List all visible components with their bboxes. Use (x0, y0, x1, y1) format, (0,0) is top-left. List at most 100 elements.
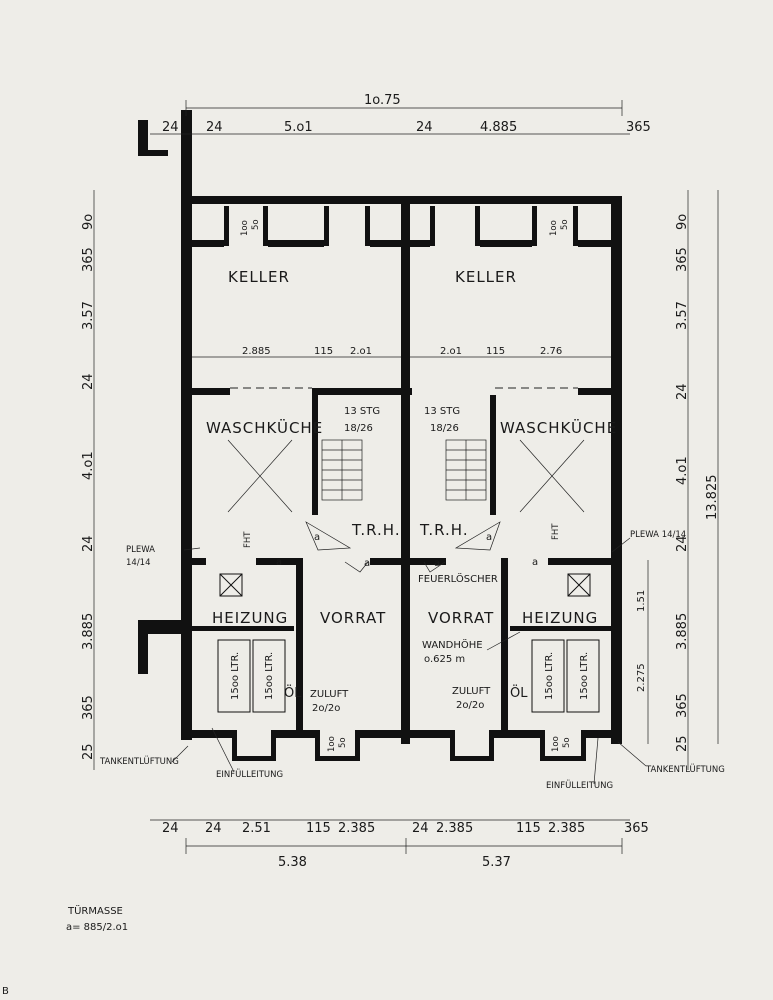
dim-right-v: 365 (675, 693, 690, 718)
dim-right-v: 9o (675, 214, 690, 230)
plewa-left: PLEWA (126, 545, 155, 555)
door-mark: a (364, 558, 370, 569)
room-vorrat-left: VORRAT (320, 609, 386, 627)
zuluft-left: ZULUFT (310, 689, 349, 700)
dimension-lines (93, 100, 719, 854)
door-mark: a (276, 557, 282, 568)
window-label: 5o (560, 219, 570, 230)
room-keller-right: KELLER (455, 268, 517, 286)
window-label: 5o (562, 737, 572, 748)
room-vorrat-right: VORRAT (428, 609, 494, 627)
room-waschkueche-left: WASCHKÜCHE (206, 418, 323, 437)
oel-label-right: ÖL (510, 684, 528, 701)
dim-right-inner: 2.275 (636, 663, 647, 692)
dim-left-v: 24 (81, 535, 96, 552)
tank-label: 15oo LTR. (579, 652, 590, 700)
legend-title: TÜRMASSE (67, 904, 123, 917)
room-trh-left: T.R.H. (351, 521, 401, 539)
einfuelleitung-right: EINFÜLLEITUNG (546, 780, 613, 791)
dim-right-v: 4.o1 (675, 456, 690, 485)
dim-keller-right: 115 (486, 346, 505, 357)
room-heizung-right: HEIZUNG (522, 609, 598, 627)
tankentlueftung-right: TANKENTLÜFTUNG (645, 764, 725, 775)
corner-mark: B (2, 986, 9, 997)
stair-count-left: 13 STG (344, 406, 380, 417)
zuluft-left-size: 2o/2o (312, 703, 340, 714)
dim-top-seg: 4.885 (480, 120, 517, 135)
window-label: 5o (251, 219, 261, 230)
interior-lines (171, 356, 647, 785)
oel-label-left: ÖL (284, 684, 302, 701)
dim-bottom-seg: 115 (516, 821, 541, 836)
dim-bottom-seg: 2.385 (436, 821, 473, 836)
fht-right: FHT (551, 523, 561, 540)
dim-right-v: 3.885 (675, 613, 690, 650)
dim-bottom-seg: 2.385 (548, 821, 585, 836)
dim-right-inner: 1.51 (636, 590, 647, 612)
zuluft-right: ZULUFT (452, 686, 491, 697)
tank-label: 15oo LTR. (264, 652, 275, 700)
wandhoehe-value: o.625 m (424, 654, 465, 665)
dim-right-v: 25 (675, 735, 690, 752)
dim-bottom-seg: 24 (162, 821, 179, 836)
dim-bottom-seg: 24 (412, 821, 429, 836)
door-mark: a (314, 532, 320, 543)
room-heizung-left: HEIZUNG (212, 609, 288, 627)
window-label: 1oo (549, 220, 559, 236)
wandhoehe-label: WANDHÖHE (422, 638, 483, 651)
tank-label: 15oo LTR. (544, 652, 555, 700)
window-label: 1oo (327, 736, 337, 752)
dim-keller-left: 2.o1 (350, 346, 372, 357)
dim-left-v: 9o (81, 214, 96, 230)
zuluft-right-size: 2o/2o (456, 700, 484, 711)
dim-keller-right: 2.o1 (440, 346, 462, 357)
feuerloescher-label: FEUERLÖSCHER (418, 572, 498, 585)
dim-bottom-seg: 365 (624, 821, 649, 836)
dim-left-v: 4.o1 (81, 451, 96, 480)
dim-left-v: 3.885 (81, 613, 96, 650)
dim-top-seg: 365 (626, 120, 651, 135)
einfuelleitung-left: EINFÜLLEITUNG (216, 769, 283, 780)
room-trh-right: T.R.H. (419, 521, 469, 539)
window-label: 1oo (551, 736, 561, 752)
door-mark: a (434, 558, 440, 569)
dim-keller-left: 115 (314, 346, 333, 357)
plewa-left-size: 14/14 (126, 558, 151, 568)
dim-left-v: 25 (81, 743, 96, 760)
dim-right-v: 24 (675, 383, 690, 400)
walls (138, 110, 622, 761)
dim-bottom-seg: 2.385 (338, 821, 375, 836)
dim-right-v: 365 (675, 247, 690, 272)
plewa-right: PLEWA 14/14 (630, 530, 686, 540)
window-label: 1oo (240, 220, 250, 236)
dim-keller-right: 2.76 (540, 346, 562, 357)
dim-bottom-seg: 24 (205, 821, 222, 836)
stair-ratio-left: 18/26 (344, 423, 373, 434)
dim-left-v: 24 (81, 373, 96, 390)
door-mark: a (486, 532, 492, 543)
dim-right-total: 13.825 (705, 475, 720, 521)
tankentlueftung-left: TANKENTLÜFTUNG (99, 756, 179, 767)
dim-left-v: 3.57 (81, 301, 96, 330)
window-label: 5o (338, 737, 348, 748)
dim-right-v: 24 (675, 535, 690, 552)
door-mark: a (532, 557, 538, 568)
fht-left: FHT (243, 531, 253, 548)
dim-top-total: 1o.75 (364, 93, 401, 108)
legend-value: a= 885/2.o1 (66, 922, 128, 933)
dim-bottom-total: 5.37 (482, 855, 511, 870)
stair-ratio-right: 18/26 (430, 423, 459, 434)
dim-bottom-total: 5.38 (278, 855, 307, 870)
dim-keller-left: 2.885 (242, 346, 271, 357)
dim-top-seg: 24 (206, 120, 223, 135)
dim-bottom-seg: 2.51 (242, 821, 271, 836)
room-keller-left: KELLER (228, 268, 290, 286)
stair-count-right: 13 STG (424, 406, 460, 417)
tank-label: 15oo LTR. (230, 652, 241, 700)
dim-top-seg: 24 (162, 120, 179, 135)
dim-right-v: 3.57 (675, 301, 690, 330)
dim-left-v: 365 (81, 695, 96, 720)
dim-left-v: 365 (81, 247, 96, 272)
